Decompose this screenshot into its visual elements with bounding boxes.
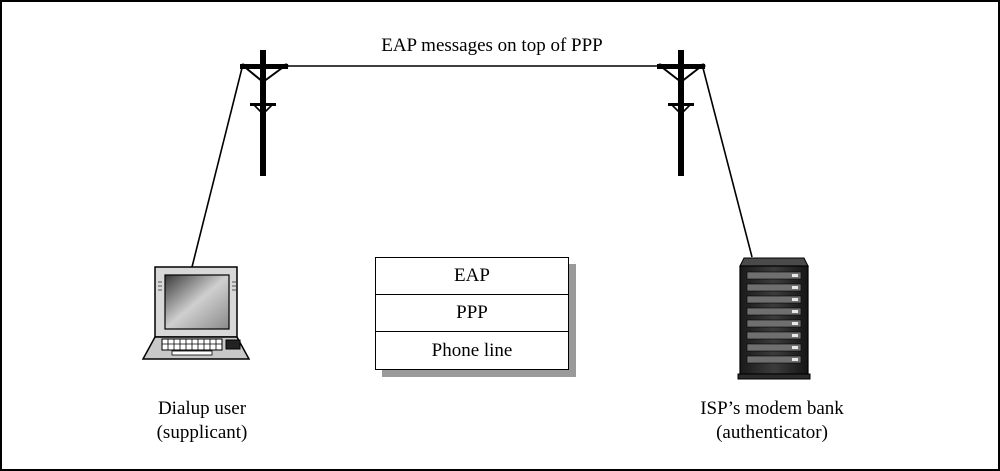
protocol-stack: EAP PPP Phone line bbox=[375, 257, 569, 370]
supplicant-role: (supplicant) bbox=[156, 422, 248, 443]
server-rack-icon bbox=[737, 257, 811, 380]
authenticator-role: (authenticator) bbox=[716, 422, 828, 443]
utility-pole-icon bbox=[240, 50, 289, 176]
authenticator-label: ISP’s modem bank (authenticator) bbox=[642, 397, 902, 445]
stack-layer-eap: EAP bbox=[376, 258, 568, 295]
drop-wire-authenticator bbox=[702, 67, 753, 258]
link-label: EAP messages on top of PPP bbox=[381, 35, 603, 56]
utility-pole-icon bbox=[657, 50, 706, 176]
stack-layer-phone-line: Phone line bbox=[431, 340, 513, 361]
supplicant-label: Dialup user (supplicant) bbox=[112, 397, 292, 445]
supplicant-name: Dialup user bbox=[157, 398, 247, 419]
authenticator-name: ISP’s modem bank bbox=[700, 398, 844, 419]
laptop-icon bbox=[141, 266, 251, 360]
drop-wire-supplicant bbox=[191, 67, 243, 268]
stack-layer-ppp: PPP bbox=[376, 295, 568, 332]
